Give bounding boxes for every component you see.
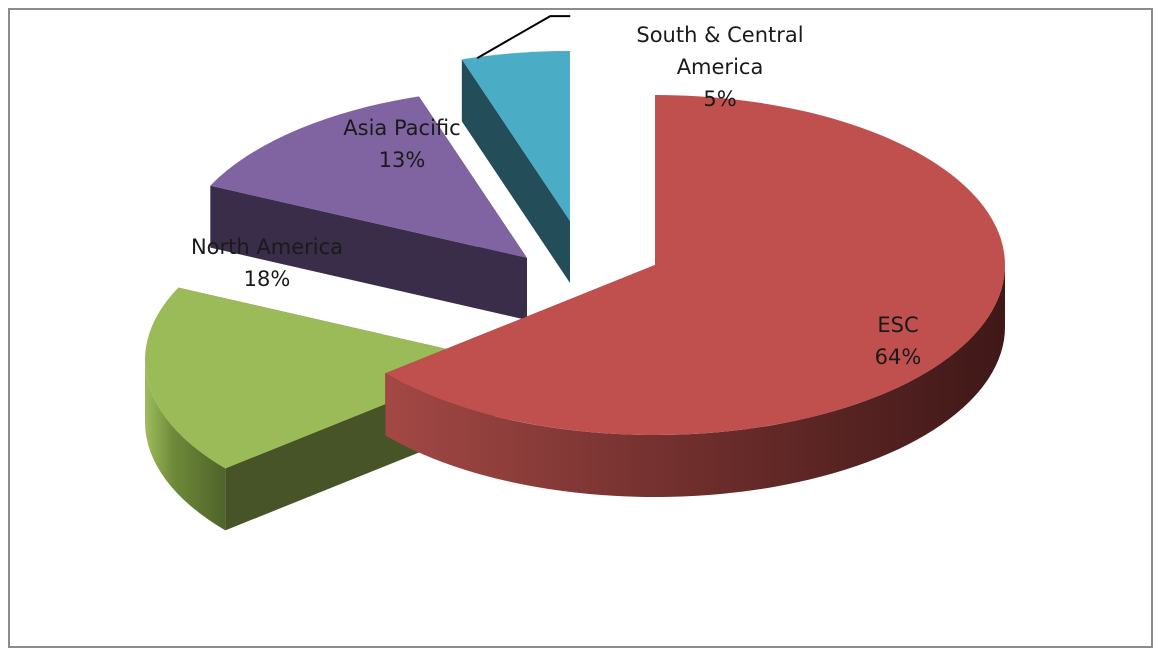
leader-line <box>476 15 571 59</box>
pie-slice-asia-pacific <box>210 96 527 320</box>
slice-top <box>210 96 527 258</box>
slice-wall <box>461 59 570 284</box>
pie-slice-south-central-america <box>461 51 570 284</box>
slice-top <box>385 95 1005 436</box>
pie-slice-esc <box>385 95 1005 498</box>
slice-top <box>461 51 570 221</box>
slice-wall <box>210 185 527 320</box>
slice-top <box>144 287 495 469</box>
slice-side <box>385 265 1005 498</box>
slice-side <box>145 360 226 531</box>
